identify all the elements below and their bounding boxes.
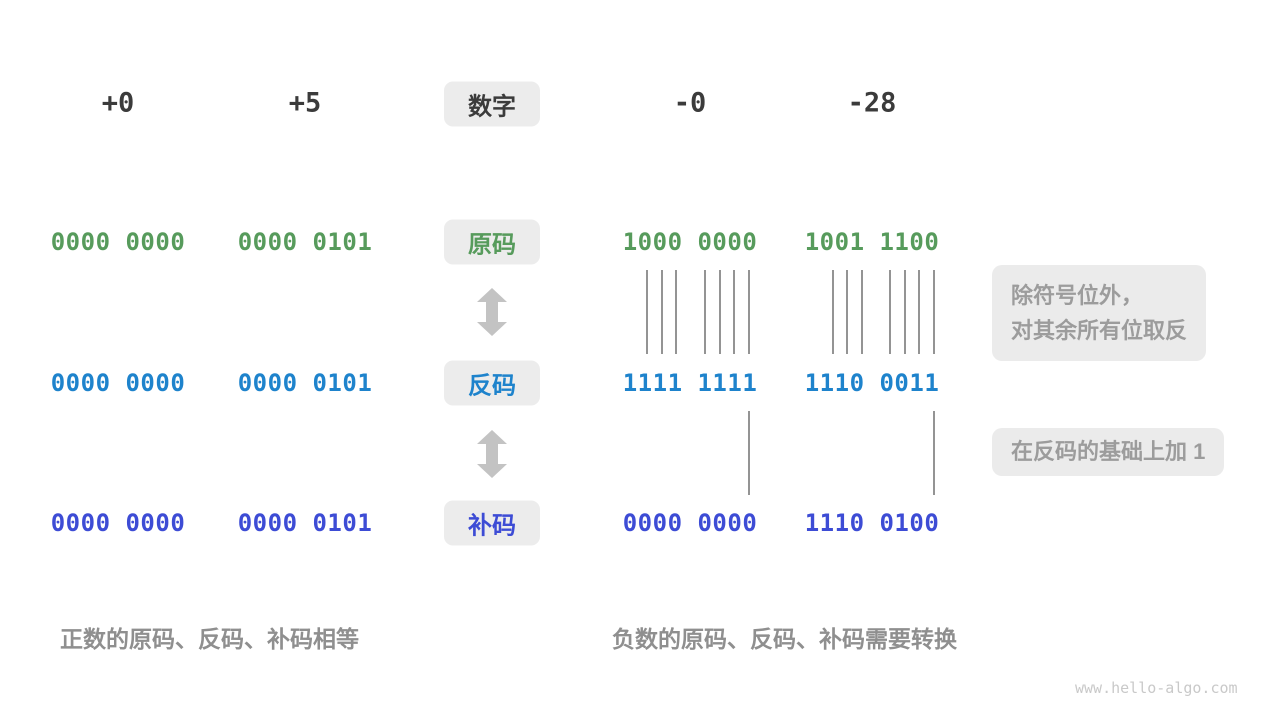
bit-connector-line [748, 270, 750, 354]
header-plus-zero: +0 [101, 87, 135, 119]
caption-negative-numbers: 负数的原码、反码、补码需要转换 [612, 626, 957, 652]
header-minus-28: -28 [847, 87, 897, 119]
sign-magnitude-value-minus-zero: 1000 0000 [622, 228, 758, 256]
annotation-invert-line2: 对其余所有位取反 [1011, 318, 1188, 343]
bit-connector-line [933, 270, 935, 354]
bit-connector-line [889, 270, 891, 354]
bit-connector-line [933, 411, 935, 495]
sign-magnitude-label: 原码 [444, 219, 540, 265]
twos-complement-value-plus-five: 0000 0101 [237, 509, 373, 537]
bit-connector-line [675, 270, 677, 354]
header-tag-number: 数字 [444, 81, 540, 127]
bit-connector-line [846, 270, 848, 354]
caption-positive-numbers: 正数的原码、反码、补码相等 [60, 626, 359, 652]
bit-connector-line [861, 270, 863, 354]
bit-connector-line [704, 270, 706, 354]
bit-connector-line [832, 270, 834, 354]
ones-complement-value-plus-zero: 0000 0000 [50, 369, 186, 397]
ones-complement-value-minus-28: 1110 0011 [804, 369, 940, 397]
annotation-invert-bits: 除符号位外， 对其余所有位取反 [992, 265, 1207, 361]
twos-complement-value-minus-zero: 0000 0000 [622, 509, 758, 537]
annotation-add-one: 在反码的基础上加 1 [992, 428, 1225, 476]
twos-complement-value-minus-28: 1110 0100 [804, 509, 940, 537]
twos-complement-label: 补码 [444, 500, 540, 546]
watermark-hello-algo: www.hello-algo.com [1075, 679, 1238, 697]
sign-magnitude-value-plus-five: 0000 0101 [237, 228, 373, 256]
bit-connector-line [719, 270, 721, 354]
twos-complement-value-plus-zero: 0000 0000 [50, 509, 186, 537]
bit-connector-line [646, 270, 648, 354]
bit-connector-line [661, 270, 663, 354]
sign-magnitude-value-plus-zero: 0000 0000 [50, 228, 186, 256]
bit-connector-line [748, 411, 750, 495]
updown-arrow-icon [477, 430, 507, 478]
ones-complement-label: 反码 [444, 360, 540, 406]
bit-connector-line [918, 270, 920, 354]
bit-connector-line [733, 270, 735, 354]
sign-magnitude-value-minus-28: 1001 1100 [804, 228, 940, 256]
ones-complement-value-plus-five: 0000 0101 [237, 369, 373, 397]
header-minus-zero: -0 [673, 87, 707, 119]
ones-complement-value-minus-zero: 1111 1111 [622, 369, 758, 397]
updown-arrow-icon [477, 288, 507, 336]
bit-connector-line [904, 270, 906, 354]
header-plus-five: +5 [288, 87, 322, 119]
annotation-invert-line1: 除符号位外， [1011, 283, 1144, 308]
